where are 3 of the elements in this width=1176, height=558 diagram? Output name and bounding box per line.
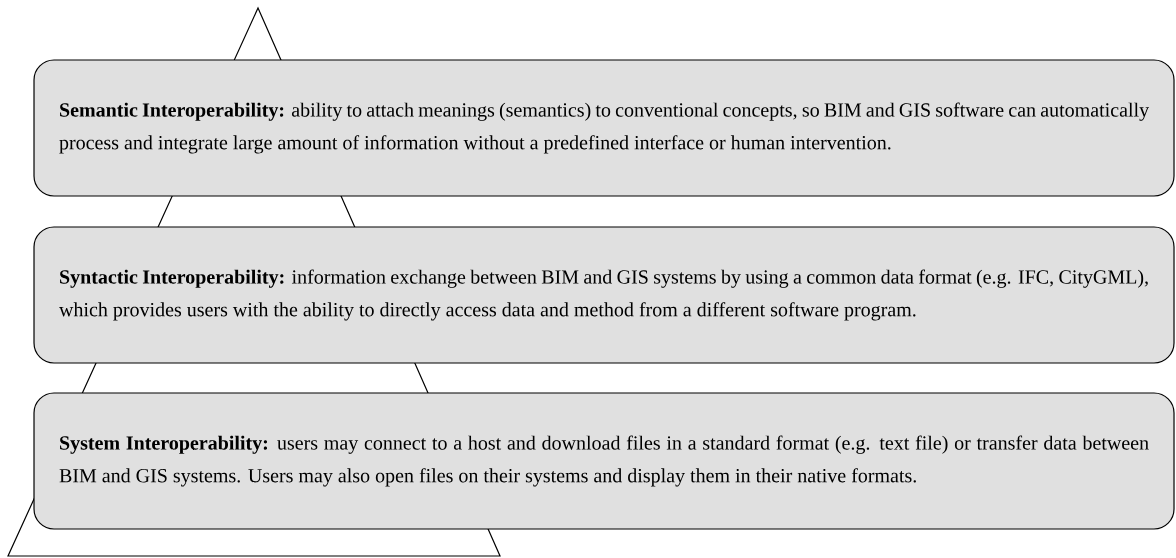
text-box: System Interoperability: users may connect to a host and download files in a standard format (e.g. text file) or transfer data between BIM and GIS systems. Users may also open files on their systems and display them in their native formats. xyxy=(33,392,1175,530)
text-box: Syntactic Interoperability: information exchange between BIM and GIS systems by using a common data format (e.g. IFC, CityGML), which provides users with the ability to directly access data and method from a different software program. xyxy=(33,226,1175,364)
text-box: Semantic Interoperability: ability to attach meanings (semantics) to conventional concepts, so BIM and GIS software can automatically process and integrate large amount of information without a predefined interface or human intervention. xyxy=(33,59,1175,197)
